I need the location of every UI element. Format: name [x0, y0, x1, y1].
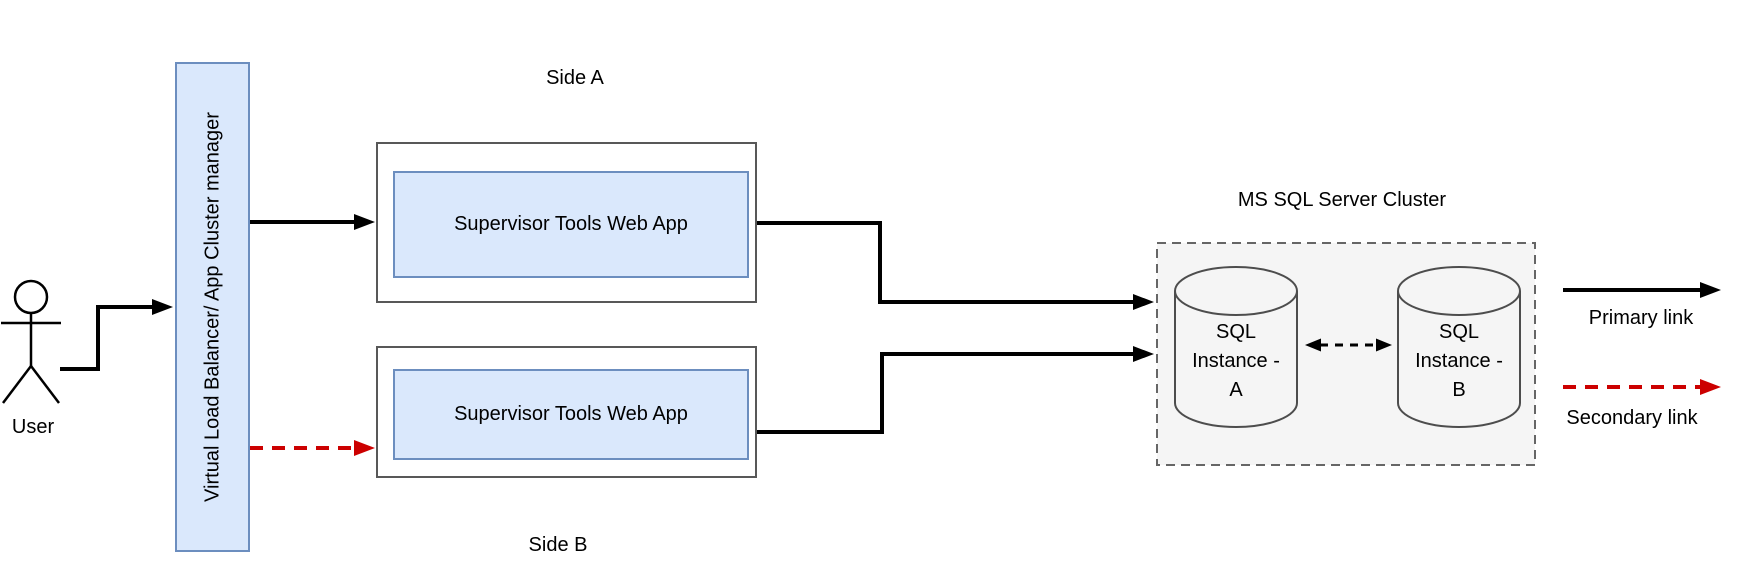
legend-secondary-label: Secondary link: [1566, 407, 1698, 429]
load-balancer-label: Virtual Load Balancer/ App Cluster manag…: [201, 112, 223, 502]
user-figure: [1, 279, 61, 404]
side-a-web-app-node: Supervisor Tools Web App: [393, 171, 749, 278]
user-label: User: [11, 416, 55, 438]
load-balancer-node: Virtual Load Balancer/ App Cluster manag…: [175, 62, 250, 552]
side-a-web-app-label: Supervisor Tools Web App: [454, 213, 688, 235]
sql-cluster-title: MS SQL Server Cluster: [1237, 189, 1447, 211]
legend-primary-label: Primary link: [1588, 307, 1694, 329]
sql-instance-a-label: SQL Instance - A: [1192, 321, 1280, 401]
side-a-caption: Side A: [546, 67, 604, 89]
sql-instance-b-label: SQL Instance - B: [1415, 321, 1503, 401]
side-b-caption: Side B: [528, 534, 588, 556]
side-b-to-cluster-arrow: [757, 346, 1154, 434]
side-b-web-app-node: Supervisor Tools Web App: [393, 369, 749, 460]
side-b-web-app-label: Supervisor Tools Web App: [454, 403, 688, 425]
side-a-to-cluster-arrow: [757, 221, 1154, 310]
user-to-lb-arrow: [60, 299, 173, 371]
